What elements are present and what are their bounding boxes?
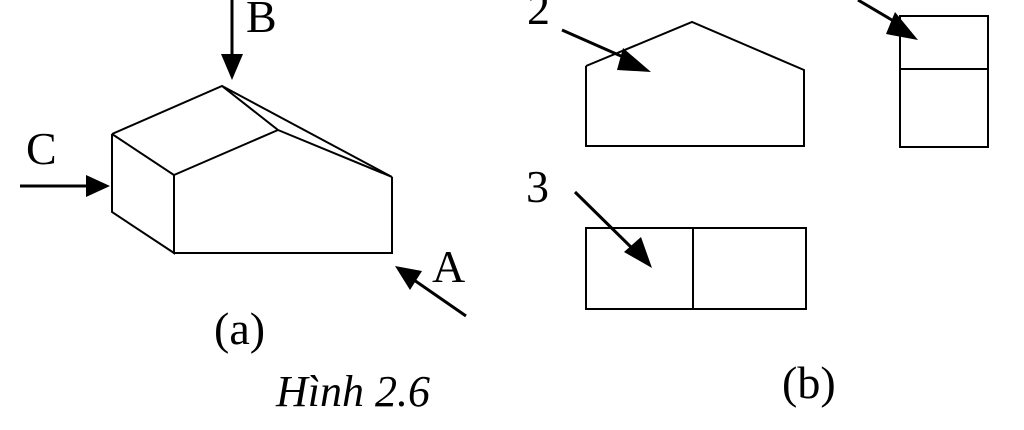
arrow-c — [20, 175, 110, 197]
caption-part-a: (a) — [214, 303, 265, 354]
view-2-shape — [585, 20, 805, 147]
arrow-a — [395, 266, 467, 318]
roof-ridge-front — [173, 129, 279, 176]
label-3: 3 — [526, 161, 549, 212]
roof-ridge — [221, 85, 279, 131]
left-face — [111, 133, 175, 255]
label-b: B — [246, 0, 277, 42]
isometric-object — [111, 84, 393, 255]
arrow-2 — [561, 28, 651, 72]
arrow-1 — [857, 0, 918, 40]
arrow-b — [221, 0, 243, 80]
arrow-3 — [573, 190, 652, 268]
label-c: C — [26, 123, 57, 174]
view-1-shape — [899, 15, 989, 148]
caption-figure: Hình 2.6 — [275, 367, 430, 416]
label-a: A — [432, 241, 465, 292]
front-face — [173, 175, 393, 254]
label-2: 2 — [527, 0, 550, 34]
roof-slope — [277, 129, 393, 178]
view-3-shape — [585, 227, 807, 310]
roof-outline — [111, 84, 393, 178]
caption-part-b: (b) — [782, 357, 836, 408]
